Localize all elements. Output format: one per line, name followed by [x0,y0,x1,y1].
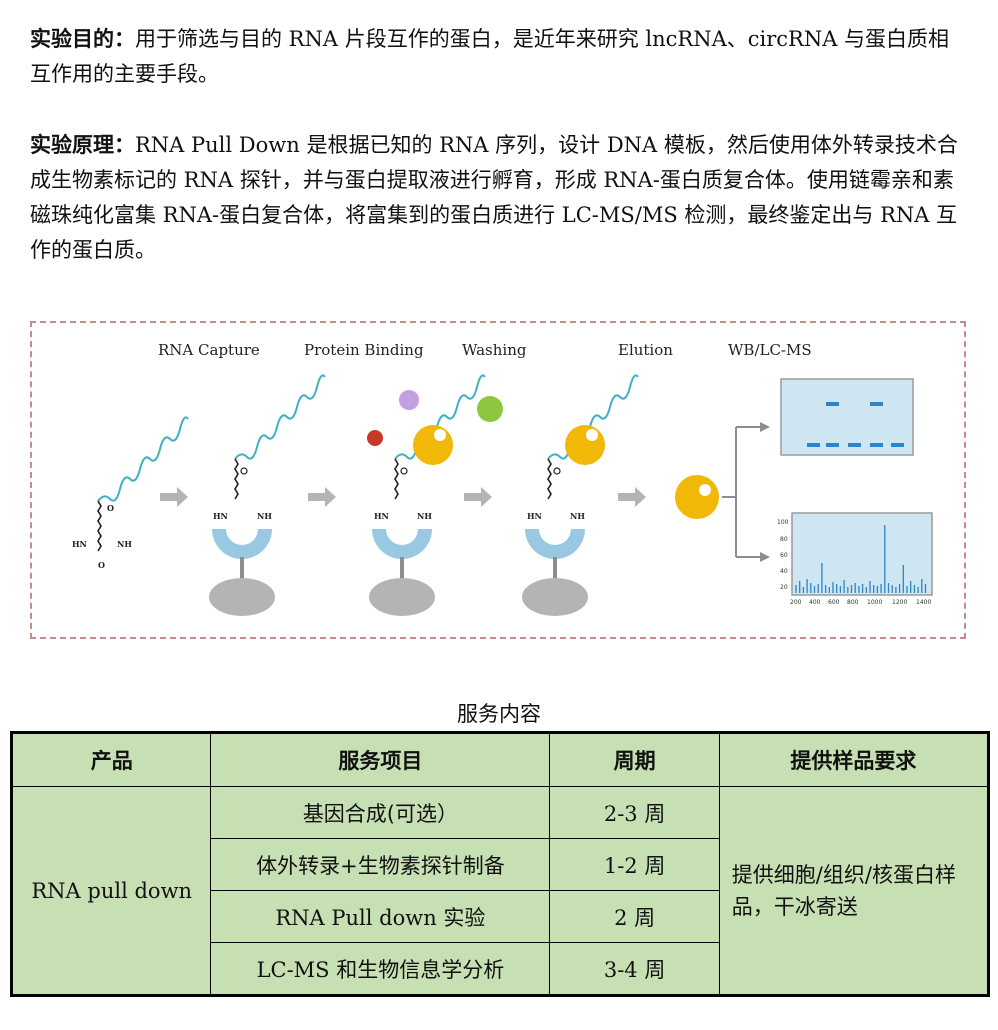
svg-text:O: O [98,560,105,570]
product-cell: RNA pull down [10,786,212,996]
washed-protein [565,425,605,465]
period-cell: 3-4 周 [549,942,720,996]
rna-capture-probe [97,416,189,552]
purpose-text: 用于筛选与目的 RNA 片段互作的蛋白，是近年来研究 lncRNA、circRN… [30,27,950,86]
svg-text:NH: NH [257,511,272,521]
header-service: 服务项目 [210,732,551,787]
svg-text:200: 200 [790,599,802,606]
table-row: RNA pull down 基因合成(可选） 2-3 周 提供细胞/组织/核蛋白… [10,786,990,996]
principle-paragraph: 实验原理：RNA Pull Down 是根据已知的 RNA 序列，设计 DNA … [30,128,970,268]
svg-text:HN: HN [527,511,542,521]
svg-text:HN: HN [374,511,389,521]
workflow-diagram: 100 80 60 40 20 200 400 600 800 1000 120… [72,374,933,616]
table-row: RNA Pull down 实验 2 周 [12,890,989,943]
svg-text:HN: HN [213,511,228,521]
requirement-cell: 提供细胞/组织/核蛋白样品，干冰寄送 [718,786,990,996]
mass-spectrum [791,512,933,596]
purpose-paragraph: 实验目的：用于筛选与目的 RNA 片段互作的蛋白，是近年来研究 lncRNA、c… [30,22,970,92]
service-item-cell: 体外转录+生物素探针制备 [210,838,551,891]
svg-text:400: 400 [809,599,821,606]
service-table: 产品 服务项目 周期 提供样品要求 RNA pull down 基因合成(可选）… [10,731,990,997]
binding-bead-unit [369,529,435,616]
stage-label-elution: Elution [618,341,673,359]
header-period: 周期 [549,732,720,787]
svg-text:20: 20 [780,584,788,591]
svg-text:NH: NH [417,511,432,521]
stage-label-washing: Washing [462,341,527,359]
eluted-protein [675,475,719,519]
capture-probe-unit [234,374,326,500]
ms-peaks [795,525,927,593]
stage-label-wb-lcms: WB/LC-MS [728,341,812,359]
principle-text: RNA Pull Down 是根据已知的 RNA 序列，设计 DNA 模板，然后… [30,133,958,262]
header-product: 产品 [10,732,212,787]
svg-text:1400: 1400 [916,599,931,606]
washed-bead-unit [522,529,588,616]
table-caption: 服务内容 [457,702,541,726]
svg-text:HN: HN [72,539,87,549]
table-row: LC-MS 和生物信息学分析 3-4 周 [12,942,989,996]
svg-text:100: 100 [777,519,789,526]
table-header-row: 产品 服务项目 周期 提供样品要求 [10,732,990,787]
ms-axis-labels: 100 80 60 40 20 200 400 600 800 1000 120… [777,519,931,606]
washed-protein-site [586,429,598,441]
purpose-label: 实验目的： [30,27,135,51]
target-protein-site [434,429,446,441]
svg-text:600: 600 [828,599,840,606]
principle-label: 实验原理： [30,133,135,157]
capture-bead-unit [209,529,275,616]
svg-text:80: 80 [780,536,788,543]
svg-text:1000: 1000 [867,599,882,606]
period-cell: 2-3 周 [549,786,720,839]
svg-text:800: 800 [847,599,859,606]
period-cell: 2 周 [549,890,720,943]
target-protein [413,425,453,465]
nonspecific-protein-green [477,396,503,422]
eluted-protein-site [699,484,711,496]
nonspecific-protein-purple [399,390,419,410]
nonspecific-protein-red [367,430,383,446]
svg-text:40: 40 [780,568,788,575]
service-item-cell: 基因合成(可选） [210,786,551,839]
western-blot [780,378,914,456]
workflow-figure: RNA Capture Protein Binding Washing Elut… [30,321,966,639]
svg-text:O: O [107,503,114,513]
svg-text:60: 60 [780,552,788,559]
stage-label-protein-binding: Protein Binding [304,341,424,359]
svg-text:1200: 1200 [892,599,907,606]
svg-text:NH: NH [117,539,132,549]
service-item-cell: LC-MS 和生物信息学分析 [210,942,551,996]
service-item-cell: RNA Pull down 实验 [210,890,551,943]
table-row: 体外转录+生物素探针制备 1-2 周 [12,838,989,891]
result-arrows [722,422,770,562]
chem-labels: HN NH O O HN NH HN NH HN NH [72,503,585,570]
period-cell: 1-2 周 [549,838,720,891]
blot-bands [807,402,904,447]
stage-label-rna-capture: RNA Capture [158,341,260,359]
stage-arrows [160,487,646,507]
header-requirement: 提供样品要求 [718,732,990,787]
svg-text:NH: NH [570,511,585,521]
